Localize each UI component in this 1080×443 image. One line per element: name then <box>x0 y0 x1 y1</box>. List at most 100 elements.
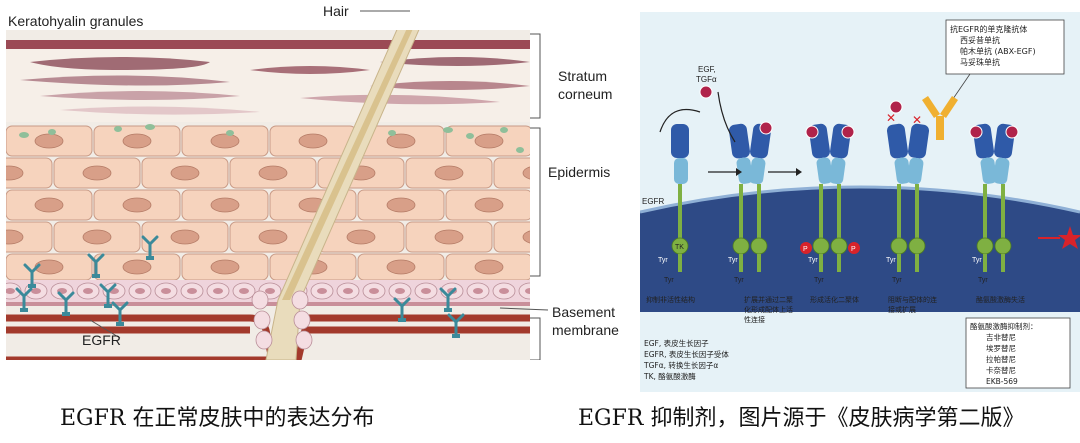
stage-label-2: 扩展并通过二聚 <box>744 295 793 304</box>
cell-nucleus <box>474 197 504 213</box>
cytoplasm <box>640 187 1080 312</box>
egfr-receptor <box>57 291 75 316</box>
legend-item: EGFR, 表皮生长因子受体 <box>644 349 729 359</box>
phospho-right <box>848 242 860 254</box>
basal-nucleus <box>239 288 249 294</box>
antibody-title: 抗EGFR的单克隆抗体 <box>950 24 1027 34</box>
basal-nucleus <box>6 288 15 294</box>
follicle-cell <box>291 290 309 310</box>
phospho-left <box>800 242 812 254</box>
stage-label-1: 抑制非活性结构 <box>646 295 695 304</box>
basal-cells <box>6 282 530 300</box>
follicle-cell <box>295 330 313 350</box>
cell-nucleus <box>122 197 152 213</box>
skin-illustration: Keratohyalin granules Hair Stratum corne… <box>6 3 620 361</box>
basal-nucleus <box>135 288 145 294</box>
label-epidermis: Epidermis <box>548 164 610 180</box>
ligand-label-2: TGFα <box>696 75 717 84</box>
stage-label-4: 接或扩展 <box>888 305 916 314</box>
basal-nucleus <box>187 288 197 294</box>
tki-item: 拉帕替尼 <box>986 354 1016 364</box>
epidermal-cell <box>6 221 53 253</box>
cell-nucleus <box>522 166 530 180</box>
tyr-label-lower: Tyr <box>892 277 902 284</box>
tk-label: TK <box>675 244 684 251</box>
basal-nucleus <box>343 288 353 294</box>
stage-labels: 抑制非活性结构扩展并通过二聚化形成配体上活性连接形成活化二聚体阻断与配体的连接或… <box>646 295 1025 324</box>
epidermal-cell <box>534 254 620 280</box>
basal-nucleus <box>213 288 223 294</box>
label-keratohyalin: Keratohyalin granules <box>8 13 143 29</box>
tki-item: 埃罗替尼 <box>986 343 1016 353</box>
stage-label-5: 酪氨酸激酶失活 <box>976 295 1025 304</box>
cell-nucleus <box>563 134 591 148</box>
cell-nucleus <box>298 133 328 149</box>
cell-nucleus <box>434 229 464 245</box>
cell-nucleus <box>122 133 152 149</box>
epidermis-cells <box>6 125 620 281</box>
label-membrane: membrane <box>552 322 619 338</box>
tki-item: 卡奈替尼 <box>986 365 1016 375</box>
tki-item: 吉非替尼 <box>986 332 1016 342</box>
tki-box <box>965 317 1071 389</box>
cell-nucleus <box>386 197 416 213</box>
tyr-label-lower: Tyr <box>734 277 744 284</box>
cell-nucleus <box>170 229 200 245</box>
skin-layers <box>6 30 620 360</box>
cell-nucleus <box>386 259 416 275</box>
tyr-label-lower: Tyr <box>978 277 988 284</box>
basal-nucleus <box>161 288 171 294</box>
cell-nucleus <box>6 165 24 181</box>
cell-nucleus <box>210 259 240 275</box>
tyr-label-lower: Tyr <box>814 277 824 284</box>
bound-ligand <box>841 125 855 139</box>
basal-nucleus <box>31 288 41 294</box>
basal-nucleus <box>499 288 509 294</box>
basal-nucleus <box>421 288 431 294</box>
cell-nucleus <box>122 259 152 275</box>
egfr-receptor <box>15 287 33 312</box>
stage-label-3: 形成活化二聚体 <box>810 295 859 304</box>
cell-nucleus <box>386 133 416 149</box>
bound-ligand <box>805 125 819 139</box>
cell-nucleus <box>6 229 24 245</box>
egfr-receptor <box>439 287 457 312</box>
surface-line <box>6 40 530 49</box>
arrow-1-head <box>736 168 742 176</box>
label-hair: Hair <box>323 3 349 19</box>
cell-nucleus <box>82 165 112 181</box>
bound-ligand <box>1005 125 1019 139</box>
egfr-receptor <box>23 263 41 288</box>
bound-ligand <box>969 125 983 139</box>
follicle-cell <box>253 310 271 330</box>
legend-item: TK, 酪氨酸激酶 <box>643 371 696 381</box>
label-stratum: Stratum <box>558 68 607 84</box>
cell-nucleus <box>258 229 288 245</box>
basal-nucleus <box>369 288 379 294</box>
cell-membrane <box>639 185 1080 214</box>
label-egfr: EGFR <box>82 332 121 348</box>
label-corneum: corneum <box>558 86 612 102</box>
cell-nucleus <box>210 133 240 149</box>
epidermal-cell <box>493 221 530 253</box>
inhibitor-star <box>1058 226 1080 249</box>
tyr-label: Tyr <box>808 257 818 264</box>
antibody-drug-2: 帕木单抗 (ABX-EGF) <box>960 46 1036 56</box>
arrow-2-head <box>796 168 802 176</box>
p-label: P <box>803 246 808 253</box>
tyr-label: Tyr <box>972 257 982 264</box>
basal-cell <box>518 282 530 300</box>
stage-label-2: 性连接 <box>744 315 765 324</box>
egfr-receptors <box>15 235 465 338</box>
antibody-icon <box>922 96 958 140</box>
basal-nucleus <box>473 288 483 294</box>
tyr-label-lower: Tyr <box>664 277 674 284</box>
ligand-label-1: EGF, <box>698 65 716 74</box>
tki-item: EKB-569 <box>986 377 1018 386</box>
